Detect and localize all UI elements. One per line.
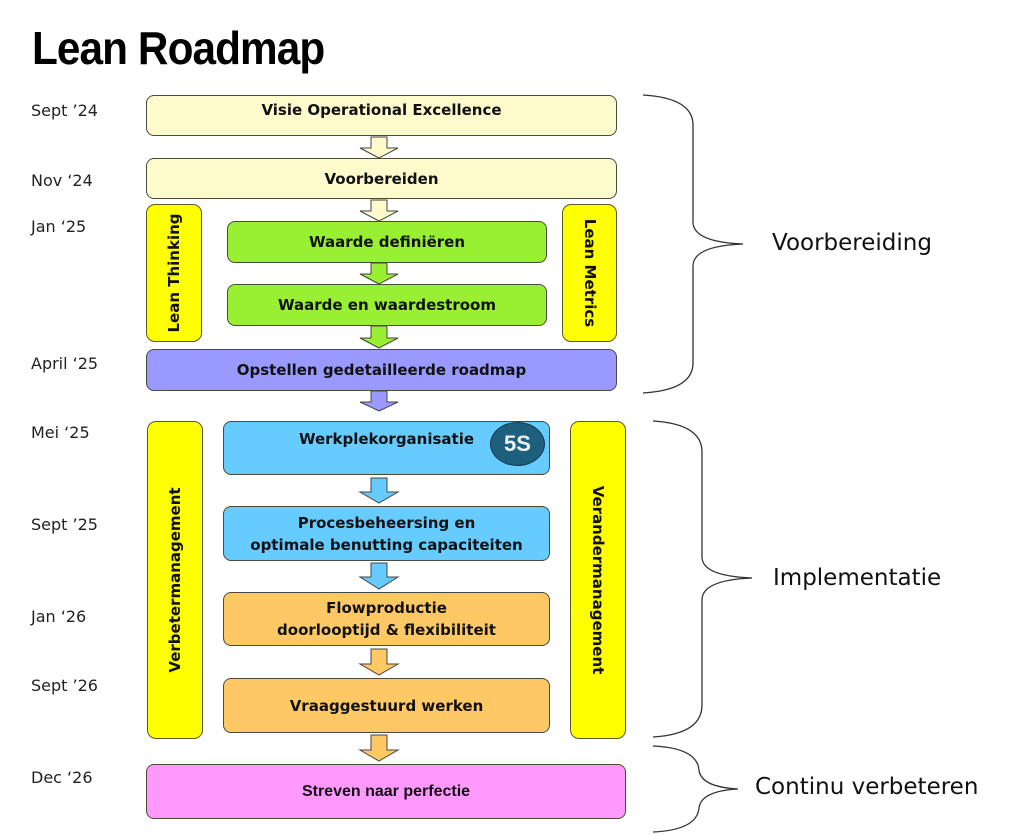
step-label: Opstellen gedetailleerde roadmap xyxy=(236,361,527,379)
5s-badge: 5S xyxy=(490,422,545,466)
date-label: Sept ’25 xyxy=(31,515,98,534)
step-label-line2: optimale benutting capaciteiten xyxy=(250,535,523,554)
side-label: Lean Metrics xyxy=(580,218,599,328)
step-perfectie: Streven naar perfectie xyxy=(146,764,626,819)
side-verandermanagement: Verandermanagement xyxy=(570,421,626,739)
date-label: Sept ’26 xyxy=(31,676,98,695)
step-procesbeheersing: Procesbeheersing en optimale benutting c… xyxy=(223,506,550,561)
step-label-line1: Flowproductie xyxy=(326,599,447,617)
step-waardestroom: Waarde en waardestroom xyxy=(227,284,547,326)
step-waarde-definieren: Waarde definiëren xyxy=(227,221,547,263)
step-flowproductie: Flowproductie doorlooptijd & flexibilite… xyxy=(223,592,550,646)
down-arrow-icon xyxy=(358,562,400,590)
side-lean-metrics: Lean Metrics xyxy=(562,204,617,342)
date-label: Mei ‘25 xyxy=(31,423,90,442)
date-label: Dec ‘26 xyxy=(31,768,93,787)
step-label: Waarde definiëren xyxy=(308,233,466,251)
step-visie: Visie Operational Excellence xyxy=(146,95,617,136)
down-arrow-icon xyxy=(359,199,399,222)
step-label: Visie Operational Excellence xyxy=(261,101,502,119)
date-label: Nov ‘24 xyxy=(31,171,93,190)
phase-label: Implementatie xyxy=(773,565,942,591)
down-arrow-icon xyxy=(359,390,399,412)
step-label: Werkplekorganisatie xyxy=(298,430,475,448)
brace-voorbereiding xyxy=(642,94,744,394)
date-label: April ‘25 xyxy=(31,354,99,373)
down-arrow-icon xyxy=(358,648,400,676)
brace-implementatie xyxy=(652,420,753,738)
date-label: Sept ’24 xyxy=(31,101,98,120)
side-verbetermanagement: Verbetermanagement xyxy=(147,421,203,739)
step-label-line2: doorlooptijd & flexibiliteit xyxy=(277,621,496,639)
phase-label: Continu verbeteren xyxy=(755,774,979,800)
date-label: Jan ‘26 xyxy=(31,607,87,626)
down-arrow-icon xyxy=(359,262,399,285)
side-lean-thinking: Lean Thinking xyxy=(146,204,202,342)
step-label: Vraaggestuurd werken xyxy=(289,696,484,715)
phase-label: Voorbereiding xyxy=(772,230,932,256)
down-arrow-icon xyxy=(358,477,400,504)
down-arrow-icon xyxy=(359,136,399,159)
step-label: Streven naar perfectie xyxy=(301,782,471,800)
side-label: Verbetermanagement xyxy=(166,487,184,673)
step-label: Voorbereiden xyxy=(324,169,439,188)
page-title: Lean Roadmap xyxy=(32,22,325,74)
date-label: Jan ‘25 xyxy=(31,217,87,236)
step-label-line1: Procesbeheersing en xyxy=(297,513,476,532)
step-voorbereiden: Voorbereiden xyxy=(146,158,617,199)
step-label: Waarde en waardestroom xyxy=(277,296,496,314)
down-arrow-icon xyxy=(359,325,399,349)
side-label: Lean Thinking xyxy=(165,213,183,333)
side-label: Verandermanagement xyxy=(589,485,607,675)
down-arrow-icon xyxy=(358,734,400,762)
step-vraaggestuurd: Vraaggestuurd werken xyxy=(223,678,550,733)
brace-continu xyxy=(652,745,739,833)
step-roadmap: Opstellen gedetailleerde roadmap xyxy=(146,349,617,391)
